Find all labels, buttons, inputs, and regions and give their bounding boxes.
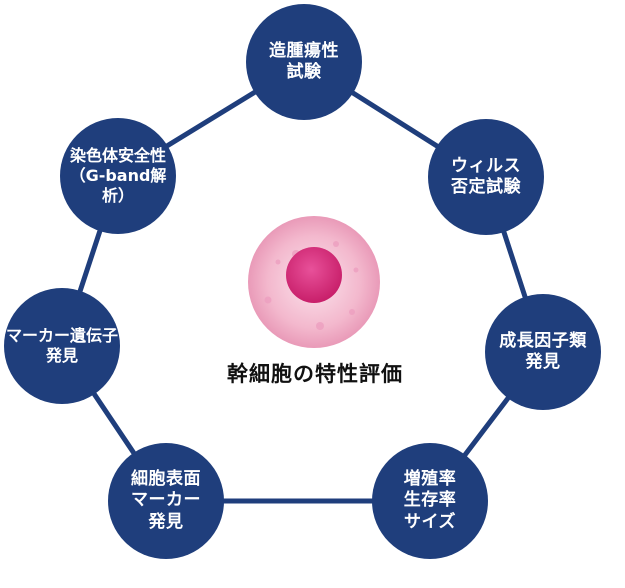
node-label: 増殖率 生存率 サイズ: [403, 469, 457, 532]
node-label: 細胞表面 マーカー 発見: [131, 469, 201, 532]
node-tumorigenicity-test[interactable]: 造腫瘍性 試験: [246, 4, 362, 120]
node-label: 成長因子類 発見: [499, 330, 587, 372]
node-marker-gene-expression[interactable]: マーカー遺伝子 発見: [4, 288, 120, 404]
center-title: 幹細胞の特性評価: [227, 362, 403, 386]
stem-cell-icon: [248, 216, 380, 348]
node-label: 造腫瘍性 試験: [269, 40, 339, 82]
cell-nucleus: [286, 247, 342, 303]
node-chromosome-safety[interactable]: 染色体安全性 （G-band解析）: [60, 118, 176, 234]
node-label: ウィルス 否定試験: [451, 155, 521, 197]
node-surface-marker-expression[interactable]: 細胞表面 マーカー 発見: [108, 443, 224, 559]
node-label: 染色体安全性 （G-band解析）: [69, 146, 167, 205]
node-virus-negative-test[interactable]: ウィルス 否定試験: [428, 119, 544, 235]
node-proliferation-viability-size[interactable]: 増殖率 生存率 サイズ: [372, 443, 488, 559]
node-growth-factor-expression[interactable]: 成長因子類 発見: [485, 294, 601, 410]
node-label: マーカー遺伝子 発見: [5, 326, 118, 365]
